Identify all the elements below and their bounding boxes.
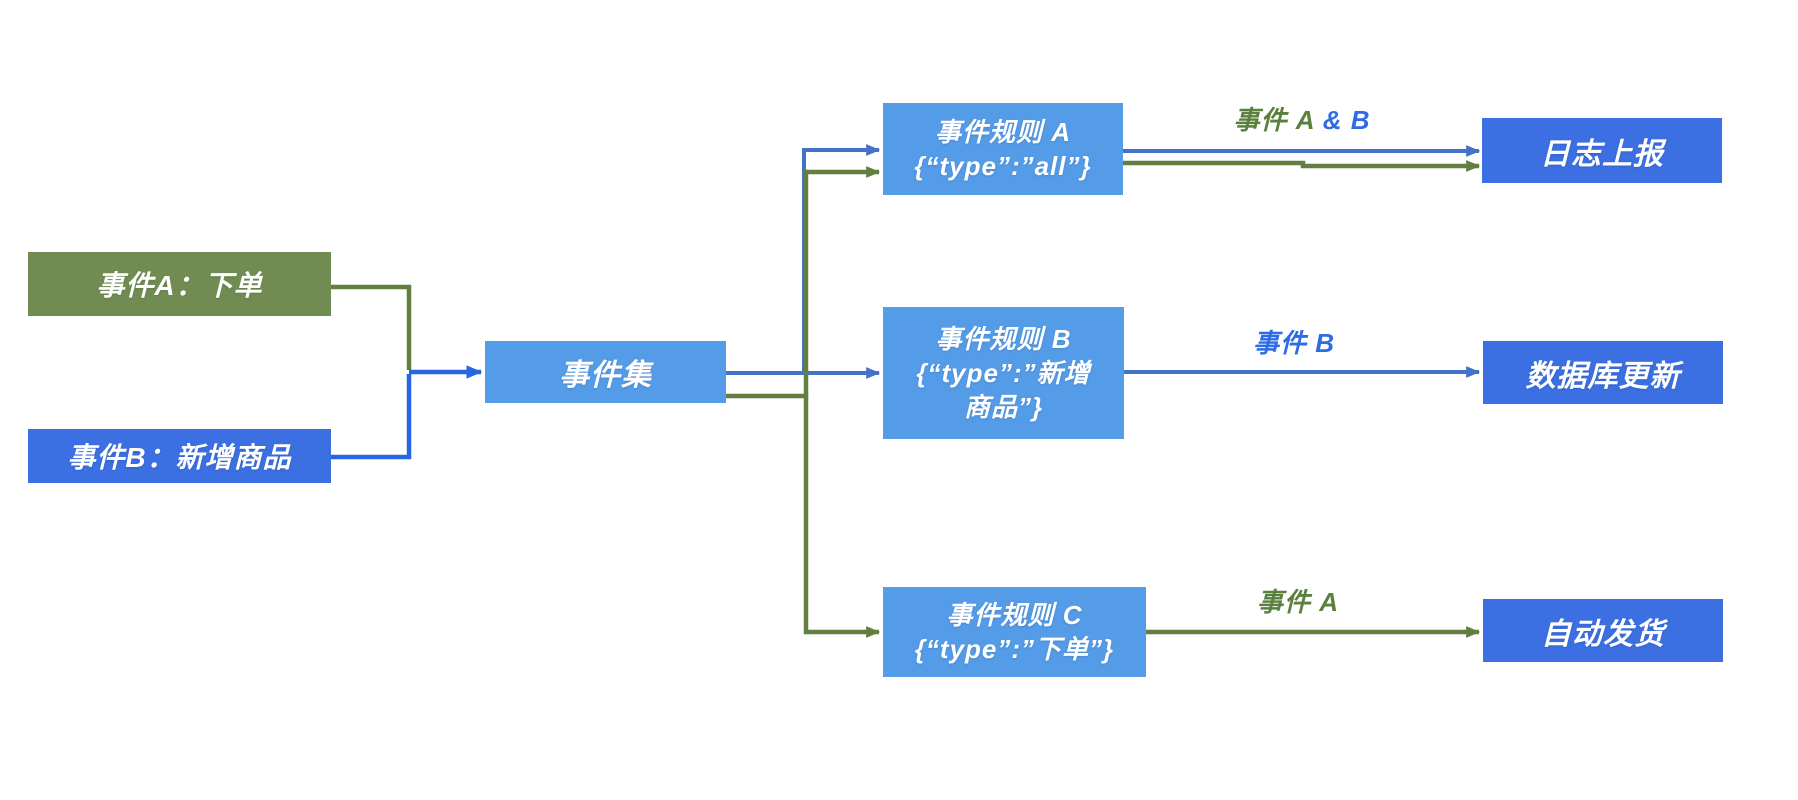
- node-sink-log-label: 日志上报: [1540, 137, 1664, 171]
- node-rule-c: 事件规则 C {“type”:”下单”}: [883, 587, 1146, 677]
- edge-event-b-to-junction: [331, 374, 412, 460]
- node-sink-db-label: 数据库更新: [1525, 359, 1681, 393]
- node-rule-b-json-2: 商品”}: [963, 392, 1044, 422]
- node-event-b-label: 事件B：新增商品: [67, 442, 292, 473]
- edge-eventset-to-rule-a-green: [726, 166, 881, 399]
- node-rule-c-json: {“type”:”下单”}: [914, 634, 1115, 664]
- node-event-set: 事件集: [485, 341, 726, 403]
- edge-rule-a-to-log-green: [1123, 160, 1481, 172]
- node-event-set-label: 事件集: [559, 359, 652, 392]
- node-sink-log-report: 日志上报: [1482, 118, 1722, 183]
- node-event-a: 事件A：下单: [28, 252, 331, 316]
- edge-label-event-b: 事件 B: [1252, 328, 1335, 358]
- edge-label-event-a: 事件 A: [1256, 587, 1339, 617]
- node-rule-a-json: {“type”:”all”}: [914, 151, 1092, 181]
- node-rule-a: 事件规则 A {“type”:”all”}: [883, 103, 1123, 195]
- edge-event-a-to-junction: [331, 284, 412, 370]
- node-event-a-label: 事件A：下单: [96, 270, 263, 301]
- node-rule-a-title: 事件规则 A: [934, 117, 1071, 147]
- edge-eventset-to-rule-c-green: [803, 396, 881, 638]
- node-sink-db-update: 数据库更新: [1483, 341, 1723, 404]
- node-rule-b-title: 事件规则 B: [935, 324, 1072, 354]
- node-rule-b-json-1: {“type”:”新增: [916, 358, 1091, 388]
- node-event-b: 事件B：新增商品: [28, 429, 331, 483]
- edge-label-and-b-part: & B: [1322, 105, 1371, 135]
- edge-label-event-a-and-b: 事件 A & B: [1192, 100, 1412, 137]
- node-sink-ship-label: 自动发货: [1541, 617, 1665, 651]
- node-rule-b: 事件规则 B {“type”:”新增 商品”}: [883, 307, 1124, 439]
- edge-label-event-a-part: 事件 A: [1233, 105, 1323, 135]
- edge-eventset-to-rule-a-blue: [726, 144, 881, 375]
- node-rule-c-title: 事件规则 C: [946, 600, 1083, 630]
- node-sink-auto-ship: 自动发货: [1483, 599, 1723, 662]
